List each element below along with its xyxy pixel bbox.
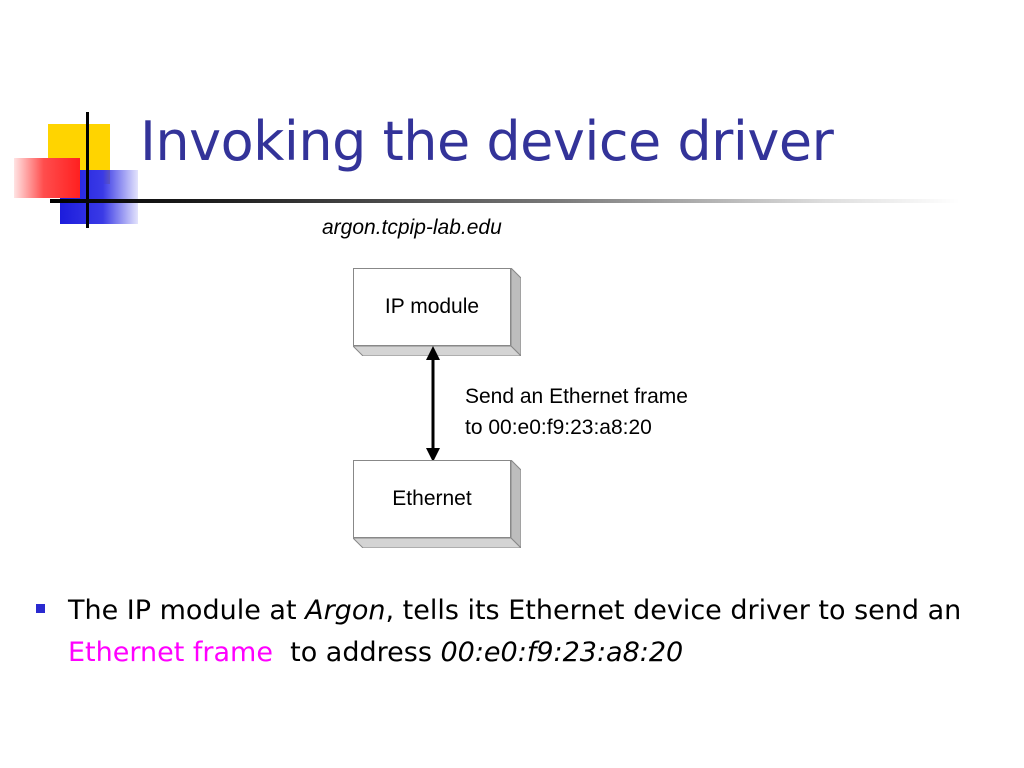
box-side-shading [511, 268, 521, 356]
page-title: Invoking the device driver [140, 110, 834, 173]
argon-host-name: Argon [305, 595, 386, 626]
send-frame-note: Send an Ethernet frame to 00:e0:f9:23:a8… [465, 381, 688, 443]
box-side-shading [511, 460, 521, 548]
send-note-line-2: to 00:e0:f9:23:a8:20 [465, 416, 652, 439]
bullet-text-part-2: , tells its Ethernet device driver to se… [385, 595, 962, 626]
send-note-line-1: Send an Ethernet frame [465, 385, 688, 408]
bullet-text-part-1: The IP module at [68, 595, 306, 626]
bullet-square-icon [36, 604, 45, 613]
ethernet-frame-highlight: Ethernet frame [68, 637, 273, 668]
bidirectional-arrow-icon [426, 346, 440, 462]
logo-red-square [14, 158, 80, 198]
bullet-text: The IP module at Argon, tells its Ethern… [68, 590, 968, 674]
ethernet-box: Ethernet [353, 460, 521, 548]
ip-module-box: IP module [353, 268, 521, 356]
slide-logo [0, 0, 160, 240]
ip-module-label: IP module [353, 268, 511, 346]
mac-address: 00:e0:f9:23:a8:20 [440, 637, 684, 668]
ethernet-label: Ethernet [353, 460, 511, 538]
host-label: argon.tcpip-lab.edu [322, 216, 502, 239]
logo-vertical-line [86, 112, 89, 228]
bullet-text-part-3: to address [272, 637, 441, 668]
box-bottom-shading [353, 346, 521, 356]
box-bottom-shading [353, 538, 521, 548]
title-underline [50, 199, 960, 203]
